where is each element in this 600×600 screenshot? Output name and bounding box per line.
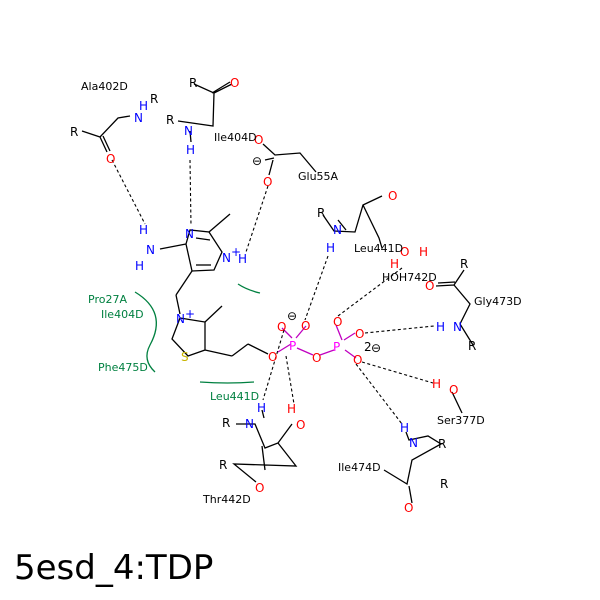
atom-n: N: [184, 124, 193, 138]
charge-minus: ⊖: [287, 309, 297, 323]
charge-plus: +: [231, 245, 241, 259]
atom-o: O: [277, 320, 286, 334]
atom-n: N: [245, 417, 254, 431]
atom-n: N: [134, 111, 143, 125]
atom-o: O: [268, 350, 277, 364]
atom-h: H: [326, 241, 335, 255]
atom-h: H: [419, 245, 428, 259]
charge-minus: ⊖: [371, 341, 381, 355]
ligand-tdp: [159, 213, 357, 359]
atom-h: H: [436, 320, 445, 334]
atom-h: H: [186, 143, 195, 157]
atom-n: N: [333, 223, 342, 237]
hydrophobic-ile404: Ile404D: [101, 308, 144, 321]
hydrophobic-arc-pro27-ile404: [134, 291, 157, 373]
residue-leu441: Leu441D: [354, 242, 403, 255]
residue-thr442: Thr442D: [202, 493, 251, 506]
atom-r: R: [189, 76, 197, 90]
atom-o: O: [353, 353, 362, 367]
atom-r: R: [70, 125, 78, 139]
atom-s: S: [181, 350, 189, 364]
hydrophobic-phe475: Phe475D: [98, 361, 148, 374]
atom-p: P: [333, 340, 340, 354]
residue-gly473: Gly473D: [474, 295, 522, 308]
atom-o: O: [254, 133, 263, 147]
atom-o: O: [333, 315, 342, 329]
charge-plus: +: [185, 307, 195, 321]
charge-2: 2: [364, 340, 372, 354]
atom-o: O: [449, 383, 458, 397]
atom-r: R: [440, 477, 448, 491]
atom-r: R: [317, 206, 325, 220]
hydrophobic-arcs: [134, 283, 261, 384]
residue-glu55: Glu55A: [298, 170, 339, 183]
atom-n: N: [185, 227, 194, 241]
residue-bonds: [81, 81, 474, 504]
atom-h: H: [135, 259, 144, 273]
atom-h: H: [139, 99, 148, 113]
atom-r: R: [219, 458, 227, 472]
atom-r: R: [150, 92, 158, 106]
atom-h: H: [400, 421, 409, 435]
atom-p: P: [289, 339, 296, 353]
atom-h: H: [432, 377, 441, 391]
atom-h: H: [257, 401, 266, 415]
hydrophobic-labels: Pro27A Ile404D Phe475D Leu441D: [88, 293, 259, 403]
atom-o: O: [425, 279, 434, 293]
hydrophobic-arc-small: [237, 283, 261, 294]
hydrophobic-pro27: Pro27A: [88, 293, 127, 306]
atom-h: H: [139, 223, 148, 237]
atom-o: O: [404, 501, 413, 515]
atom-o: O: [230, 76, 239, 90]
atom-o: O: [355, 327, 364, 341]
residue-ile404: Ile404D: [214, 131, 257, 144]
hydrophobic-leu441: Leu441D: [210, 390, 259, 403]
atom-r: R: [438, 437, 446, 451]
residue-ala402: Ala402D: [81, 80, 128, 93]
atom-r: R: [166, 113, 174, 127]
thiazolium-ring: [171, 317, 206, 357]
atom-o: O: [106, 152, 115, 166]
atom-o: O: [296, 418, 305, 432]
atom-n-plus: N: [222, 251, 231, 265]
charge-minus: ⊖: [252, 154, 262, 168]
page-title: 5esd_4:TDP: [14, 548, 214, 588]
atom-n-plus: N: [176, 312, 185, 326]
atom-r: R: [468, 339, 476, 353]
atom-r: R: [460, 257, 468, 271]
atom-o: O: [255, 481, 264, 495]
residue-ser377: Ser377D: [437, 414, 485, 427]
hydrophobic-arc-leu441: [199, 381, 255, 384]
atom-n: N: [146, 243, 155, 257]
diphosphate-bonds: [277, 324, 357, 359]
atom-h: H: [287, 402, 296, 416]
atom-o: O: [388, 189, 397, 203]
atom-o: O: [301, 319, 310, 333]
residue-labels: Ala402D Ile404D Glu55A Leu441D HOH742D G…: [81, 80, 522, 506]
atom-n: N: [409, 436, 418, 450]
atom-r: R: [222, 416, 230, 430]
atom-labels: R N H R O H N H N N + H R O R N H O ⊖ O …: [70, 76, 476, 515]
residue-hoh742: HOH742D: [382, 271, 437, 284]
atom-h: H: [238, 252, 247, 266]
atom-n: N: [453, 320, 462, 334]
atom-o: O: [312, 351, 321, 365]
atom-o: O: [400, 245, 409, 259]
atom-h: H: [390, 257, 399, 271]
atom-o: O: [263, 175, 272, 189]
residue-ile474: Ile474D: [338, 461, 381, 474]
hydrogen-bonds: [111, 159, 435, 425]
